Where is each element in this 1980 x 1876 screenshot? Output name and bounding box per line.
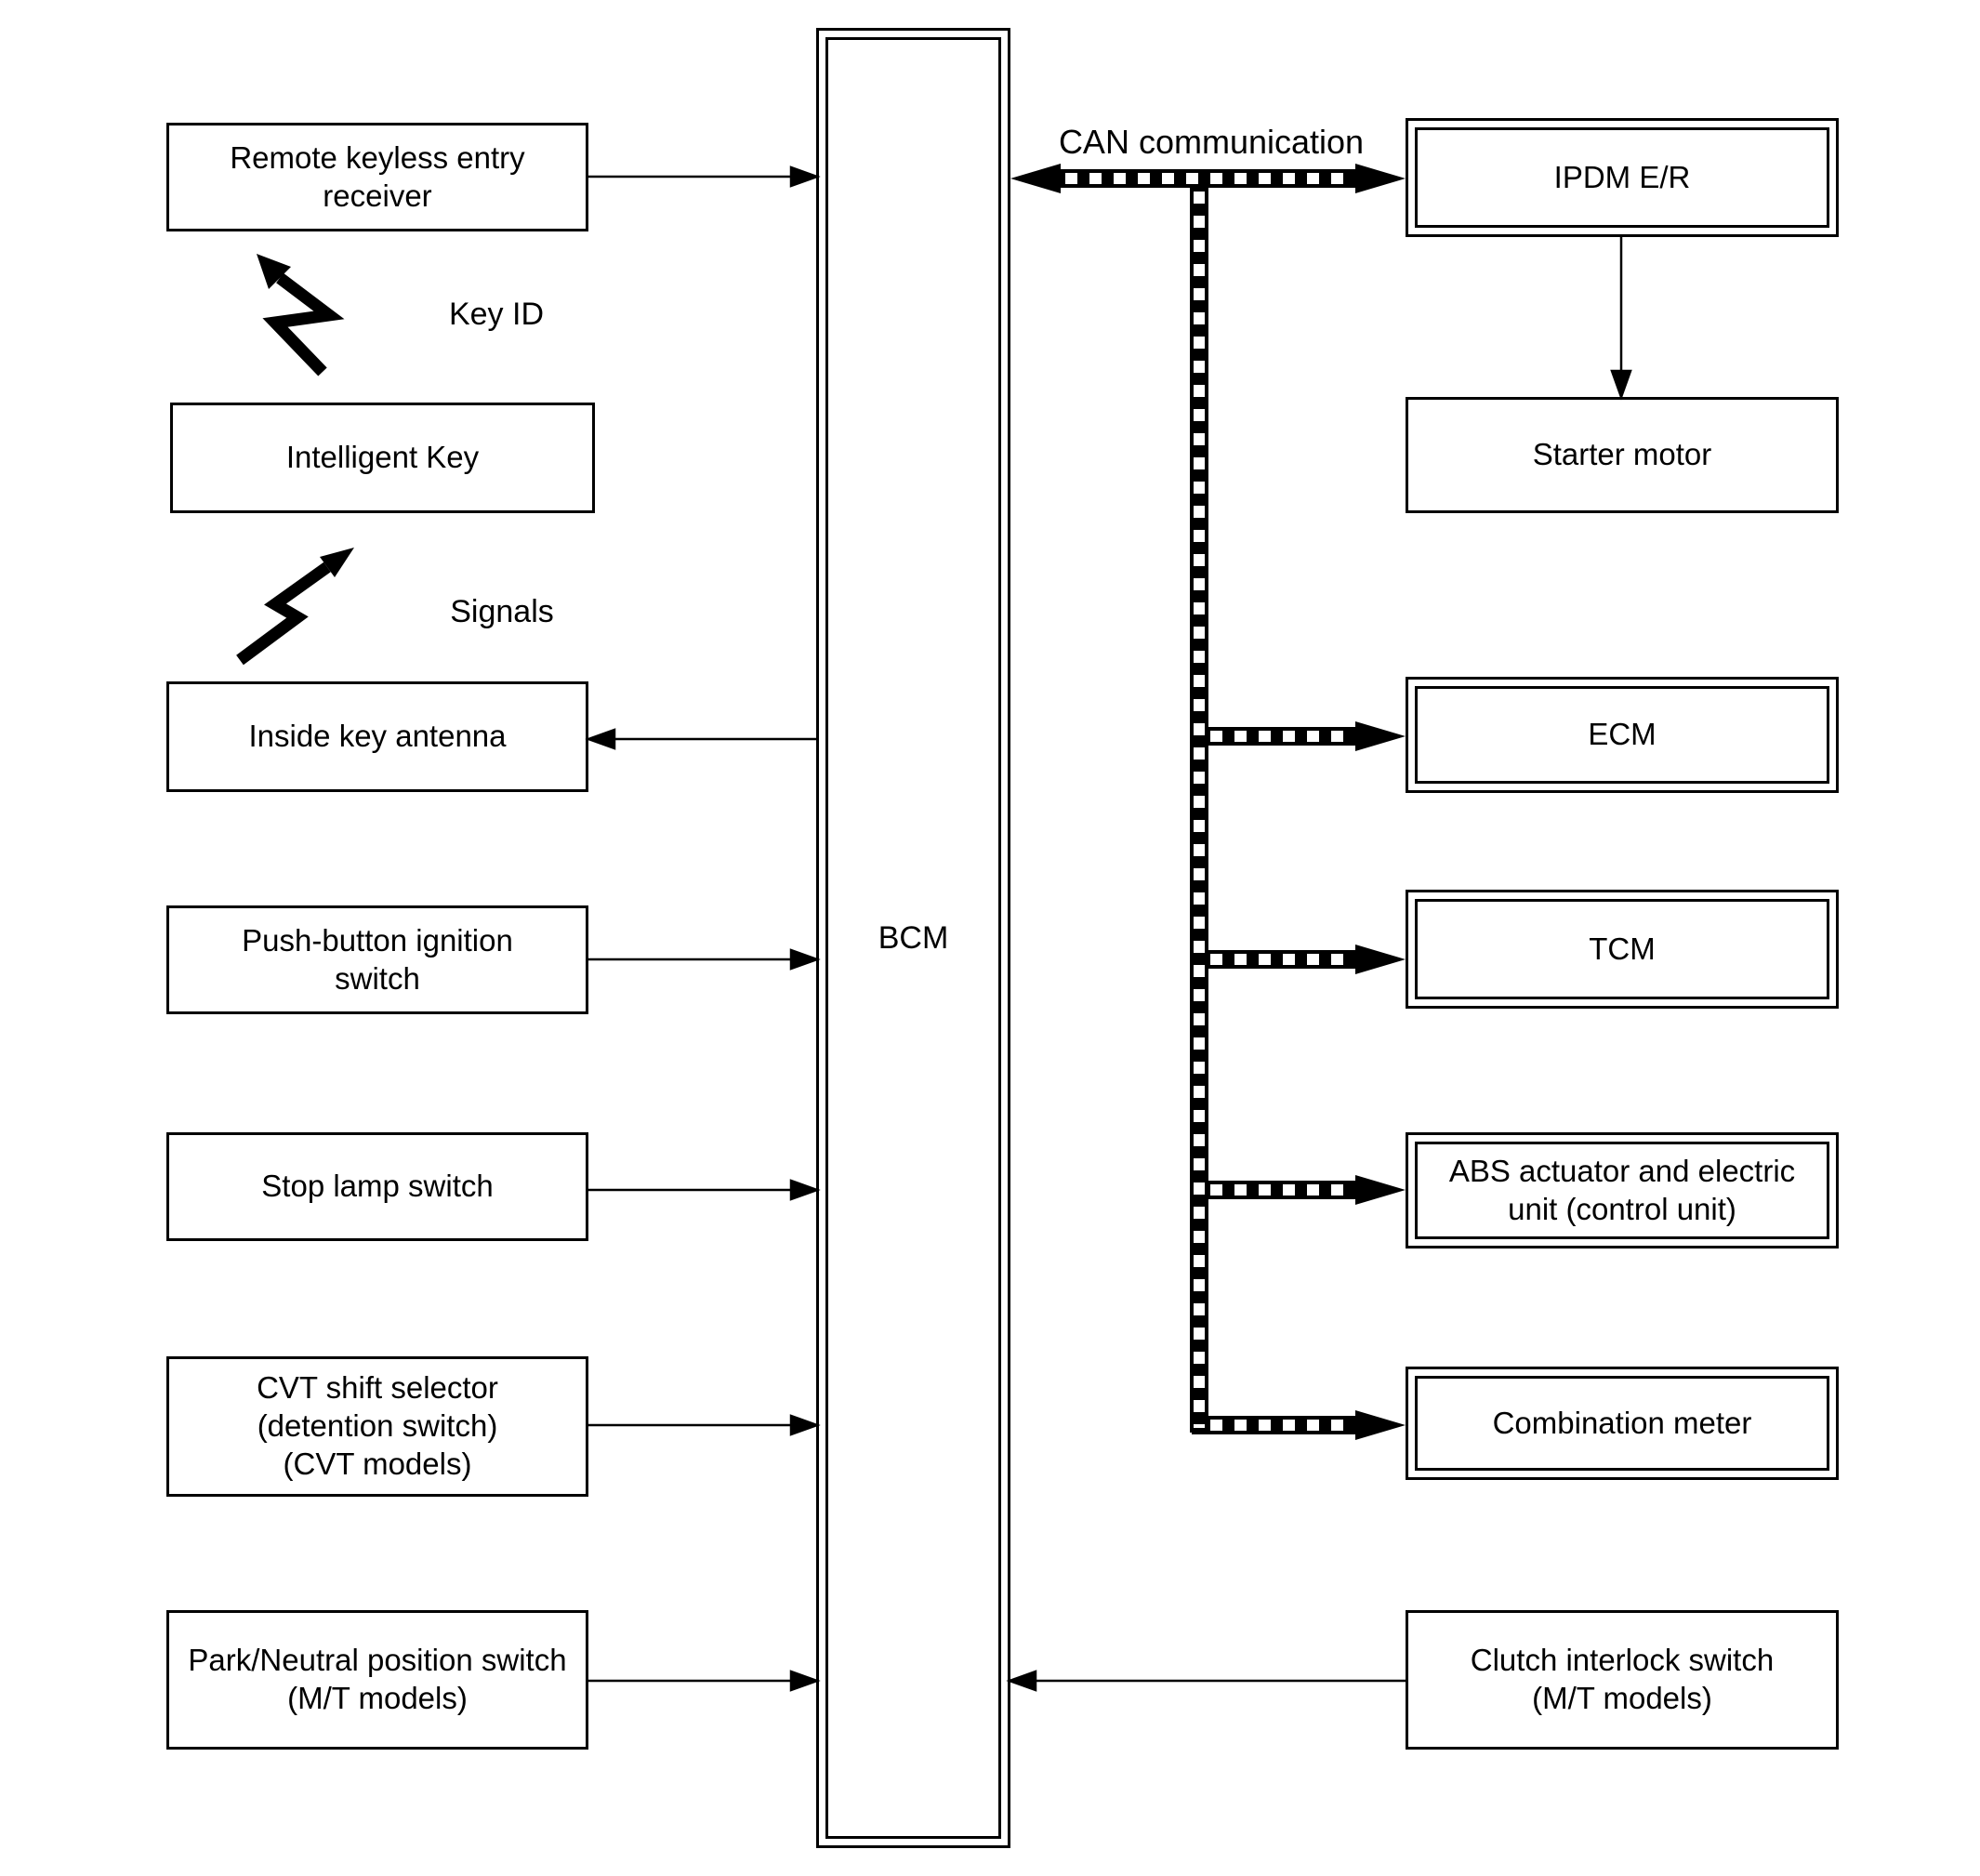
node-label: IPDM E/R [1415,127,1829,228]
can-communication-label: CAN communication [1058,123,1365,161]
can-arrowhead-to-combination-meter [1355,1410,1406,1440]
node-ipdm-er: IPDM E/R [1406,118,1839,237]
arrow-clutch-interlock-to-bcm [1006,1670,1406,1692]
node-label: Combination meter [1415,1376,1829,1471]
can-arrowhead-to-tcm [1355,945,1406,974]
can-arrowhead-to-bcm [1010,164,1061,193]
can-arrowhead-to-ipdm [1355,164,1406,193]
can-arrowhead-to-ecm [1355,721,1406,751]
node-label: BCM [825,37,1001,1839]
can-arrowhead-to-abs [1355,1175,1406,1205]
arrow-bcm-to-inside-key-antenna [585,728,816,750]
node-remote-keyless-entry-receiver: Remote keyless entry receiver [166,123,588,231]
lightning-bolt-key-id-icon [257,254,345,377]
node-abs-actuator: ABS actuator and electric unit (control … [1406,1132,1839,1248]
can-bus [1010,164,1406,1440]
node-label: Push-button ignition switch [242,922,513,996]
node-intelligent-key: Intelligent Key [170,403,595,513]
node-inside-key-antenna: Inside key antenna [166,681,588,792]
arrow-stop-lamp-to-bcm [588,1179,821,1201]
lightning-bolt-signals-icon [236,548,354,666]
node-park-neutral-position-switch: Park/Neutral position switch (M/T models… [166,1610,588,1750]
node-starter-motor: Starter motor [1406,397,1839,513]
node-cvt-shift-selector: CVT shift selector (detention switch) (C… [166,1356,588,1497]
signals-label: Signals [450,594,554,629]
arrow-cvt-selector-to-bcm [588,1414,821,1436]
node-label: Park/Neutral position switch (M/T models… [188,1643,567,1715]
node-tcm: TCM [1406,890,1839,1009]
node-clutch-interlock-switch: Clutch interlock switch (M/T models) [1406,1610,1839,1750]
arrow-park-neutral-to-bcm [588,1670,821,1692]
node-stop-lamp-switch: Stop lamp switch [166,1132,588,1241]
node-label: ABS actuator and electric unit (control … [1415,1142,1829,1239]
node-ecm: ECM [1406,677,1839,793]
node-label: CVT shift selector (detention switch) (C… [257,1370,498,1481]
node-push-button-ignition-switch: Push-button ignition switch [166,905,588,1014]
node-label: Clutch interlock switch (M/T models) [1470,1643,1775,1715]
node-label: Stop lamp switch [261,1169,494,1204]
node-bcm: BCM [816,28,1010,1848]
arrow-ipdm-to-starter-motor [1610,237,1632,401]
node-label: TCM [1415,899,1829,999]
node-label: Intelligent Key [285,440,480,475]
key-id-label: Key ID [448,297,545,332]
node-label: ECM [1415,686,1829,784]
arrow-push-button-to-bcm [588,948,821,971]
node-label: Remote keyless entry receiver [230,139,525,213]
node-label: Inside key antenna [248,719,507,754]
node-combination-meter: Combination meter [1406,1367,1839,1480]
node-label: Starter motor [1532,437,1712,472]
arrow-rke-receiver-to-bcm [588,165,821,188]
